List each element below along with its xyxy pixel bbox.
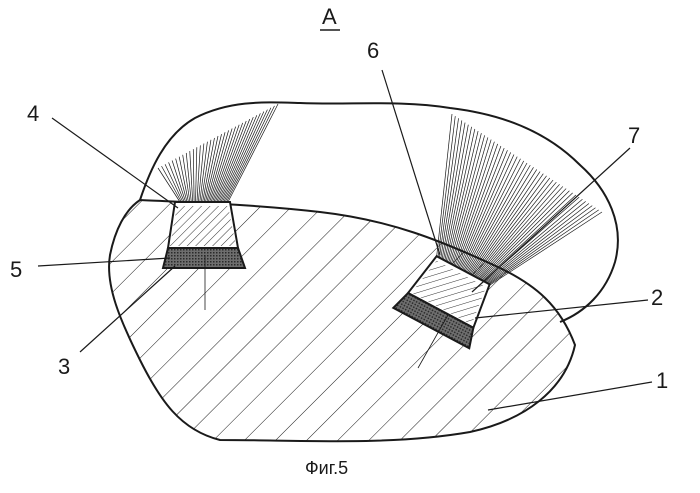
- figure-caption: Фиг.5: [305, 458, 348, 478]
- view-label: А: [322, 4, 337, 29]
- callout-7: 7: [628, 123, 640, 148]
- callout-4: 4: [27, 101, 39, 126]
- callout-3: 3: [58, 354, 70, 379]
- callout-5: 5: [10, 257, 22, 282]
- left-fibre-fan: [158, 104, 278, 202]
- left-holder: [163, 202, 245, 268]
- callout-6: 6: [367, 38, 379, 63]
- left-mesh-insert: [163, 248, 245, 268]
- callout-2: 2: [651, 285, 663, 310]
- callout-1: 1: [656, 368, 668, 393]
